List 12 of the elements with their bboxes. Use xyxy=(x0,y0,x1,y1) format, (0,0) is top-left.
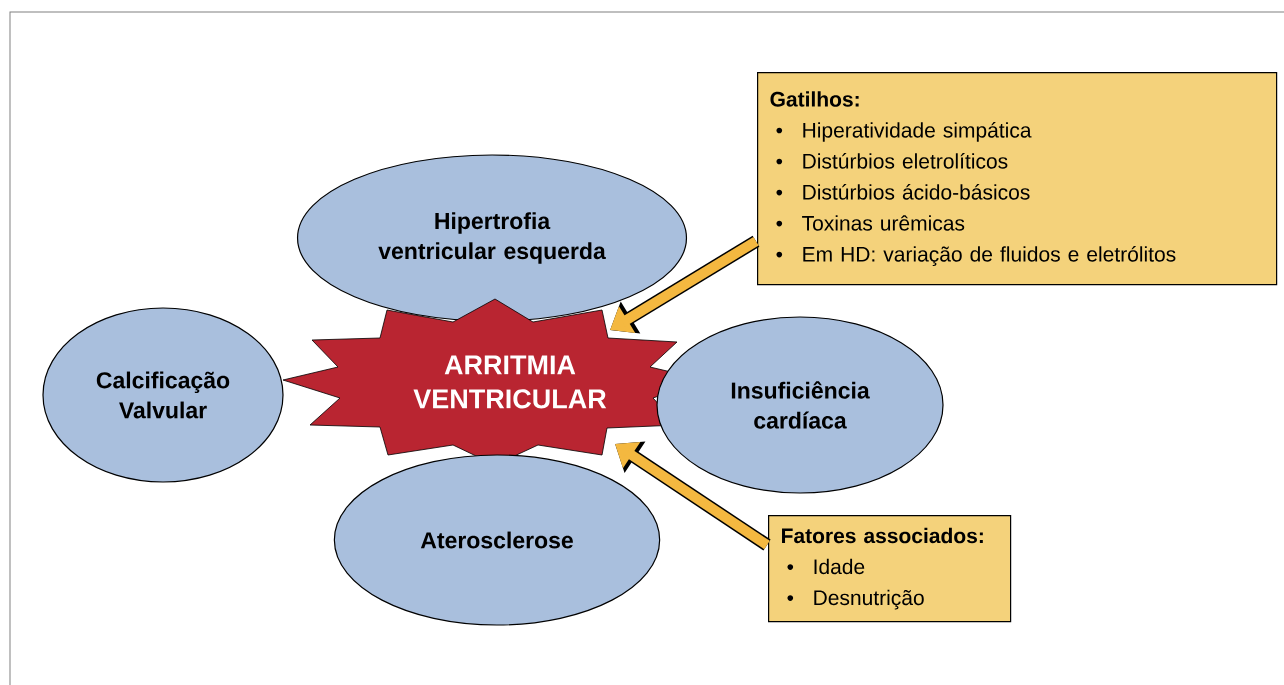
bullet-item: • Distúrbios eletrolíticos xyxy=(776,153,1008,169)
bullet-item: • Distúrbios ácido-básicos xyxy=(776,184,1030,200)
bullet-item: • Desnutrição xyxy=(787,589,924,610)
box-heading: Gatilhos: xyxy=(770,91,859,107)
starburst: ARRITMIA VENTRICULAR xyxy=(282,298,706,466)
bullet-item: • Idade xyxy=(787,558,865,575)
note-box xyxy=(757,72,1278,286)
bullet-item: • Hiperatividade simpática xyxy=(776,122,1032,142)
bullet-item: • Toxinas urêmicas xyxy=(776,215,965,231)
note-box xyxy=(768,515,1012,623)
box-heading: Fatores associados: xyxy=(782,527,983,544)
bullet-item: • Em HD: variação de fluidos e eletrólitos xyxy=(776,246,1176,266)
